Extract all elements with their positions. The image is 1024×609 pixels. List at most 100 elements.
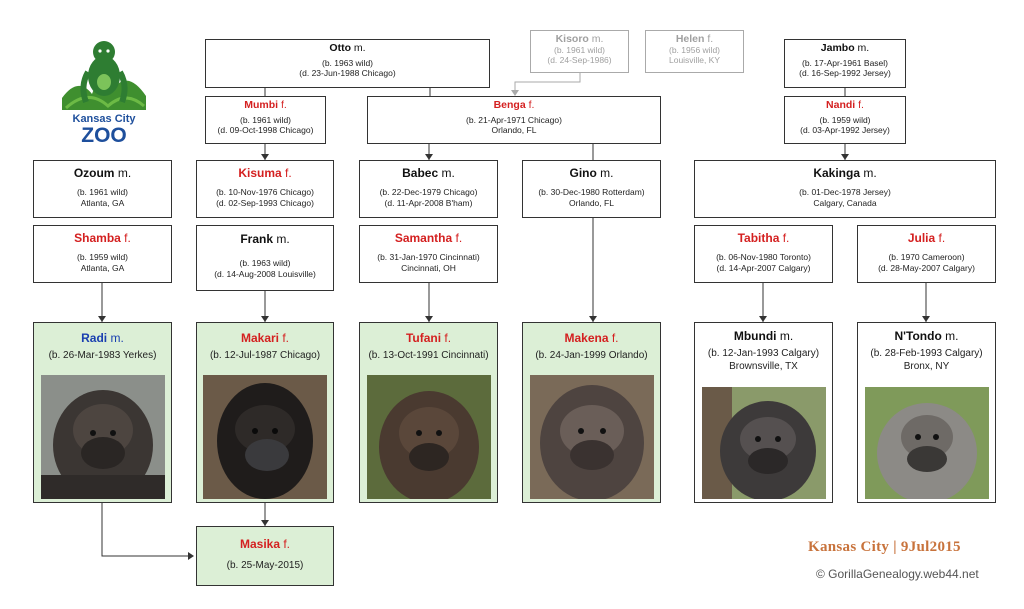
sex: f. <box>282 331 290 345</box>
sex: m. <box>441 166 455 180</box>
node-radi: Radi m. (b. 26-Mar-1983 Yerkes) <box>33 322 172 503</box>
detail-2: Orlando, FL <box>569 198 614 208</box>
detail-1: (b. 06-Nov-1980 Toronto) <box>716 252 811 262</box>
detail-2: Bronx, NY <box>903 361 950 372</box>
sex: f. <box>611 331 619 345</box>
detail-1: (b. 31-Jan-1970 Cincinnati) <box>377 252 480 262</box>
kansas-city-zoo-logo: Kansas City ZOO <box>58 36 150 147</box>
detail-2: Brownsville, TX <box>729 361 798 372</box>
detail-2: (d. 11-Apr-2008 B'ham) <box>384 198 473 208</box>
detail-1: (b. 13-Oct-1991 Cincinnati) <box>368 350 489 361</box>
sex: m. <box>117 166 132 180</box>
detail-1: (b. 24-Jan-1999 Orlando) <box>535 350 648 361</box>
makena-photo <box>529 375 654 499</box>
gorilla-logo-icon: Kansas City ZOO <box>62 41 146 147</box>
node-shamba: Shamba f. (b. 1959 wild) Atlanta, GA <box>33 225 172 283</box>
detail-1: (b. 12-Jan-1993 Calgary) <box>707 348 820 359</box>
makari-photo <box>203 375 327 499</box>
sex: f. <box>455 231 463 245</box>
detail-1: (b. 12-Jul-1987 Chicago) <box>209 350 321 361</box>
node-kisuma: Kisuma f. (b. 10-Nov-1976 Chicago) (d. 0… <box>196 160 334 218</box>
logo-line2: ZOO <box>81 124 127 144</box>
sex: m. <box>353 42 366 54</box>
sex: f. <box>528 99 535 111</box>
name: Nandi <box>826 99 856 111</box>
detail-1: (b. 1959 wild) <box>819 115 871 125</box>
detail-2: Atlanta, GA <box>80 198 125 208</box>
sex: f. <box>280 99 287 111</box>
name: Helen <box>675 33 705 45</box>
detail-2: (d. 14-Apr-2007 Calgary) <box>716 263 811 273</box>
detail-1: (b. 1961 wild) <box>553 45 606 55</box>
footer-title: Kansas City | 9Jul2015 <box>808 539 961 555</box>
node-samantha: Samantha f. (b. 31-Jan-1970 Cincinnati) … <box>359 225 498 283</box>
detail-2: (d. 24-Sep-1986) <box>547 55 612 65</box>
name: Jambo <box>820 42 855 54</box>
detail-1: (b. 1959 wild) <box>76 252 129 262</box>
sex: m. <box>863 166 877 180</box>
sex: f. <box>782 231 790 245</box>
sex: m. <box>779 329 794 343</box>
node-julia: Julia f. (b. 1970 Cameroon) (d. 28-May-2… <box>857 225 996 283</box>
name: Masika <box>239 537 280 551</box>
node-frank: Frank m. (b. 1963 wild) (d. 14-Aug-2008 … <box>196 225 334 291</box>
node-masika: Masika f. (b. 25-May-2015) <box>196 526 334 586</box>
detail-2: Orlando, FL <box>491 125 537 135</box>
name: Samantha <box>394 231 453 245</box>
name: Kakinga <box>813 166 860 180</box>
detail-1: (b. 10-Nov-1976 Chicago) <box>216 187 314 197</box>
node-benga: Benga f. (b. 21-Apr-1971 Chicago) Orland… <box>367 96 661 144</box>
name: Radi <box>81 331 108 345</box>
detail-1: (b. 25-May-2015) <box>226 560 304 571</box>
detail-1: (b. 21-Apr-1971 Chicago) <box>466 115 562 125</box>
node-makari: Makari f. (b. 12-Jul-1987 Chicago) <box>196 322 334 503</box>
detail-1: (b. 1961 wild) <box>76 187 129 197</box>
detail-2: Cincinnati, OH <box>401 263 456 273</box>
mbundi-photo <box>701 387 826 499</box>
name: Julia <box>907 231 936 245</box>
node-kakinga: Kakinga m. (b. 01-Dec-1978 Jersey) Calga… <box>694 160 996 218</box>
node-mumbi: Mumbi f. (b. 1961 wild) (d. 09-Oct-1998 … <box>205 96 326 144</box>
detail-2: (d. 14-Aug-2008 Louisville) <box>214 269 316 279</box>
sex: m. <box>945 329 959 343</box>
detail-1: (b. 1970 Cameroon) <box>888 252 965 262</box>
name: N'Tondo <box>894 329 942 343</box>
detail-2: Calgary, Canada <box>813 198 877 208</box>
detail-1: (b. 1961 wild) <box>239 115 292 125</box>
detail-1: (b. 1963 wild) <box>239 258 291 268</box>
node-babec: Babec m. (b. 22-Dec-1979 Chicago) (d. 11… <box>359 160 498 218</box>
name: Frank <box>240 232 273 246</box>
name: Tufani <box>405 331 442 345</box>
node-helen: Helen f. (b. 1956 wild) Louisville, KY <box>645 30 744 73</box>
detail-2: (d. 23-Jun-1988 Chicago) <box>299 68 396 78</box>
detail-1: (b. 26-Mar-1983 Yerkes) <box>48 350 157 361</box>
detail-1: (b. 28-Feb-1993 Calgary) <box>870 348 983 359</box>
tufani-photo <box>366 375 491 499</box>
sex: f. <box>707 33 714 45</box>
name: Shamba <box>74 231 121 245</box>
node-gino: Gino m. (b. 30-Dec-1980 Rotterdam) Orlan… <box>522 160 661 218</box>
ntondo-photo <box>864 387 989 499</box>
name: Kisuma <box>238 166 282 180</box>
detail-2: (d. 09-Oct-1998 Chicago) <box>217 125 314 135</box>
sex: m. <box>600 166 614 180</box>
sex: f. <box>938 231 946 245</box>
name: Kisoro <box>555 33 589 45</box>
detail-2: (d. 16-Sep-1992 Jersey) <box>799 68 891 78</box>
node-makena: Makena f. (b. 24-Jan-1999 Orlando) <box>522 322 661 503</box>
radi-photo <box>40 375 165 499</box>
node-ntondo: N'Tondo m. (b. 28-Feb-1993 Calgary) Bron… <box>857 322 996 503</box>
sex: f. <box>858 99 864 111</box>
node-nandi: Nandi f. (b. 1959 wild) (d. 03-Apr-1992 … <box>784 96 906 144</box>
logo-line1: Kansas City <box>73 113 137 125</box>
detail-2: Atlanta, GA <box>80 263 125 273</box>
name: Babec <box>402 166 439 180</box>
name: Mbundi <box>733 329 777 343</box>
detail-2: (d. 28-May-2007 Calgary) <box>878 263 975 273</box>
node-tabitha: Tabitha f. (b. 06-Nov-1980 Toronto) (d. … <box>694 225 833 283</box>
sex: m. <box>276 232 290 246</box>
node-otto: Otto m. (b. 1963 wild) (d. 23-Jun-1988 C… <box>205 39 490 88</box>
detail-1: (b. 01-Dec-1978 Jersey) <box>799 187 891 197</box>
